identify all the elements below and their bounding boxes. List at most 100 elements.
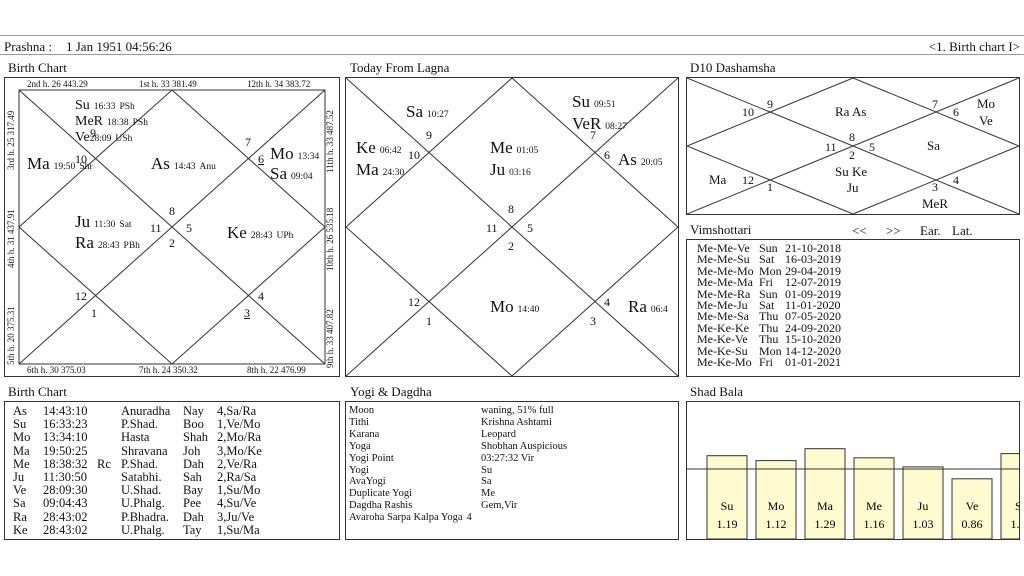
planet-code: Ve: [13, 483, 27, 498]
dasha-lords: Me-Me-Su: [697, 252, 750, 267]
today-house-number: 9: [426, 128, 432, 142]
today-planet-ju: Ju 03:16: [490, 160, 531, 179]
pada-lords: 1,Ve/Mo: [217, 417, 261, 432]
planet-degree: 09:04:43: [43, 496, 88, 511]
nakshatra: U.Phalg.: [121, 522, 165, 537]
today-chart[interactable]: Sa 10:27 Su 09:51 VeR 08:27 Ke 06:42 Ma …: [345, 77, 679, 377]
planet-code: Ju: [13, 470, 25, 485]
pada-lords: 2,Mo/Ra: [217, 430, 262, 445]
nakshatra: Anuradha: [121, 404, 171, 418]
today-planet-sa: Sa 10:27: [406, 102, 449, 121]
vimshottari-earlier-button[interactable]: Ear.: [920, 223, 941, 238]
dasha-date: 01-01-2021: [785, 355, 841, 370]
nakshatra-syllable: Pee: [183, 496, 202, 511]
d10-house-number: 4: [953, 173, 959, 187]
shad-bala-value-label: 1.22: [1011, 517, 1020, 531]
d10-house-number: 10: [742, 105, 754, 119]
yogi-value: Leopard: [481, 428, 516, 440]
d10-house-number: 7: [932, 97, 938, 111]
pada-lords: 3,Mo/Ke: [217, 443, 262, 458]
dasha-lords: Me-Me-Ju: [697, 298, 748, 313]
shad-bala-value-label: 0.86: [962, 517, 983, 531]
shad-bala-bar-su: [706, 455, 748, 539]
dasha-weekday: Sat: [759, 252, 775, 267]
d10-house-number: 9: [767, 97, 773, 111]
house-number: 1: [91, 306, 97, 320]
today-house-number: 3: [590, 314, 596, 328]
shad-bala-bar-ju: [902, 466, 944, 539]
yogi-key: Duplicate Yogi: [349, 488, 412, 500]
d10-planet-ma: Ma: [709, 172, 727, 187]
pada-lords: 2,Ra/Sa: [217, 470, 257, 485]
retro-flag: Rc: [97, 456, 111, 471]
dasha-date: 29-04-2019: [785, 263, 841, 278]
dasha-weekday: Thu: [759, 320, 779, 335]
nakshatra: P.Shad.: [121, 417, 158, 432]
shad-bala-chart[interactable]: Su1.19Mo1.12Ma1.29Me1.16Ju1.03Ve0.86Sa1.…: [686, 401, 1020, 540]
d10-house-number: 5: [869, 140, 875, 154]
planet-degree: 19:50:25: [43, 443, 88, 458]
planet-degree: 11:30:50: [43, 470, 87, 485]
vimshottari-prev-button[interactable]: <<: [852, 223, 867, 238]
d10-planet-sa: Sa: [927, 138, 940, 153]
birth-chart[interactable]: 2nd h. 26 443.29 1st h. 33 381.49 12th h…: [4, 77, 340, 377]
house-number: 6: [258, 152, 264, 166]
pada-lords: 1,Su/Ma: [217, 522, 260, 537]
vimshottari-later-button[interactable]: Lat.: [952, 223, 973, 238]
planet-degree: 16:33:23: [43, 417, 88, 432]
house-2-strength: 2nd h. 26 443.29: [27, 79, 88, 89]
nakshatra: Hasta: [121, 430, 150, 445]
d10-chart[interactable]: Ra As Mo Ve Sa Su Ke Ju Ma MeR 10 9 7 6 …: [686, 77, 1020, 215]
vimshottari-next-button[interactable]: >>: [886, 223, 901, 238]
yogi-key: Avaroha Sarpa Kalpa Yoga: [349, 512, 463, 524]
house-3-strength: 3rd h. 25 317.49: [6, 110, 16, 170]
d10-planet-ju: Ju: [847, 180, 859, 195]
dasha-lords: Me-Ke-Ke: [697, 320, 749, 335]
planet-code: Ma: [13, 443, 30, 458]
planet-me: MeR 18:38 PSh: [75, 114, 148, 129]
nakshatra-syllable: Tay: [183, 522, 202, 537]
yogi-key: Yogi: [349, 464, 369, 476]
today-planet-ra: Ra 06:4: [628, 297, 668, 316]
dasha-weekday: Thu: [759, 332, 779, 347]
today-house-number: 7: [590, 128, 596, 142]
house-number: 4: [258, 289, 264, 303]
yogi-key: Yoga: [349, 440, 371, 452]
vimshottari-title: Vimshottari: [690, 222, 752, 237]
d10-house-number: 3: [932, 180, 938, 194]
planet-ma: Ma 19:50 Shr: [27, 154, 93, 173]
chart-selector[interactable]: <1. Birth chart I>: [928, 39, 1020, 54]
planet-code: Ra: [13, 509, 27, 524]
planet-degree: 13:34:10: [43, 430, 88, 445]
today-house-number: 11: [486, 221, 498, 235]
shad-bala-planet-label: Sa: [1015, 499, 1019, 513]
shad-bala-planet-label: Ma: [817, 499, 834, 513]
